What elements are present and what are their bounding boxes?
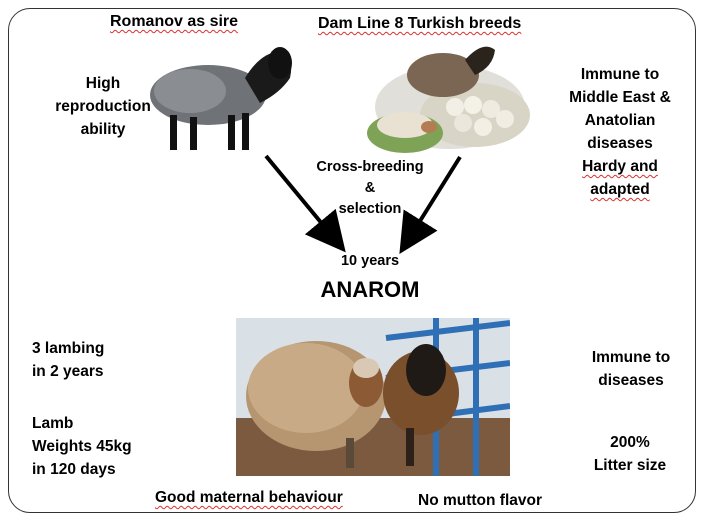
cross-breeding-text: Cross-breeding & selection <box>316 159 424 217</box>
maternal-behaviour-text: Good maternal behaviour <box>155 489 343 506</box>
immune-diseases-text: Immune to diseases <box>591 349 671 389</box>
sire-label: Romanov as sire <box>110 13 239 30</box>
lamb-weight-text: Lamb Weights 45kg in 120 days <box>32 415 132 478</box>
lambing-text: 3 lambing in 2 years <box>32 340 105 380</box>
anarom-title: ANAROM <box>320 277 420 302</box>
duration-text: 10 years <box>340 253 400 269</box>
immune-traits-text: Immune to Middle East & Anatolian diseas… <box>569 66 671 198</box>
turkish-breeds-photo <box>365 35 535 157</box>
high-reproduction-text: High reproduction ability <box>55 75 151 138</box>
anarom-sheep-photo <box>236 318 510 476</box>
diagram-frame <box>8 8 696 513</box>
romanov-sheep-photo <box>140 33 300 155</box>
dam-label: Dam Line 8 Turkish breeds <box>318 15 522 32</box>
no-mutton-text: No mutton flavor <box>418 492 542 509</box>
litter-size-text: 200% Litter size <box>593 434 667 474</box>
